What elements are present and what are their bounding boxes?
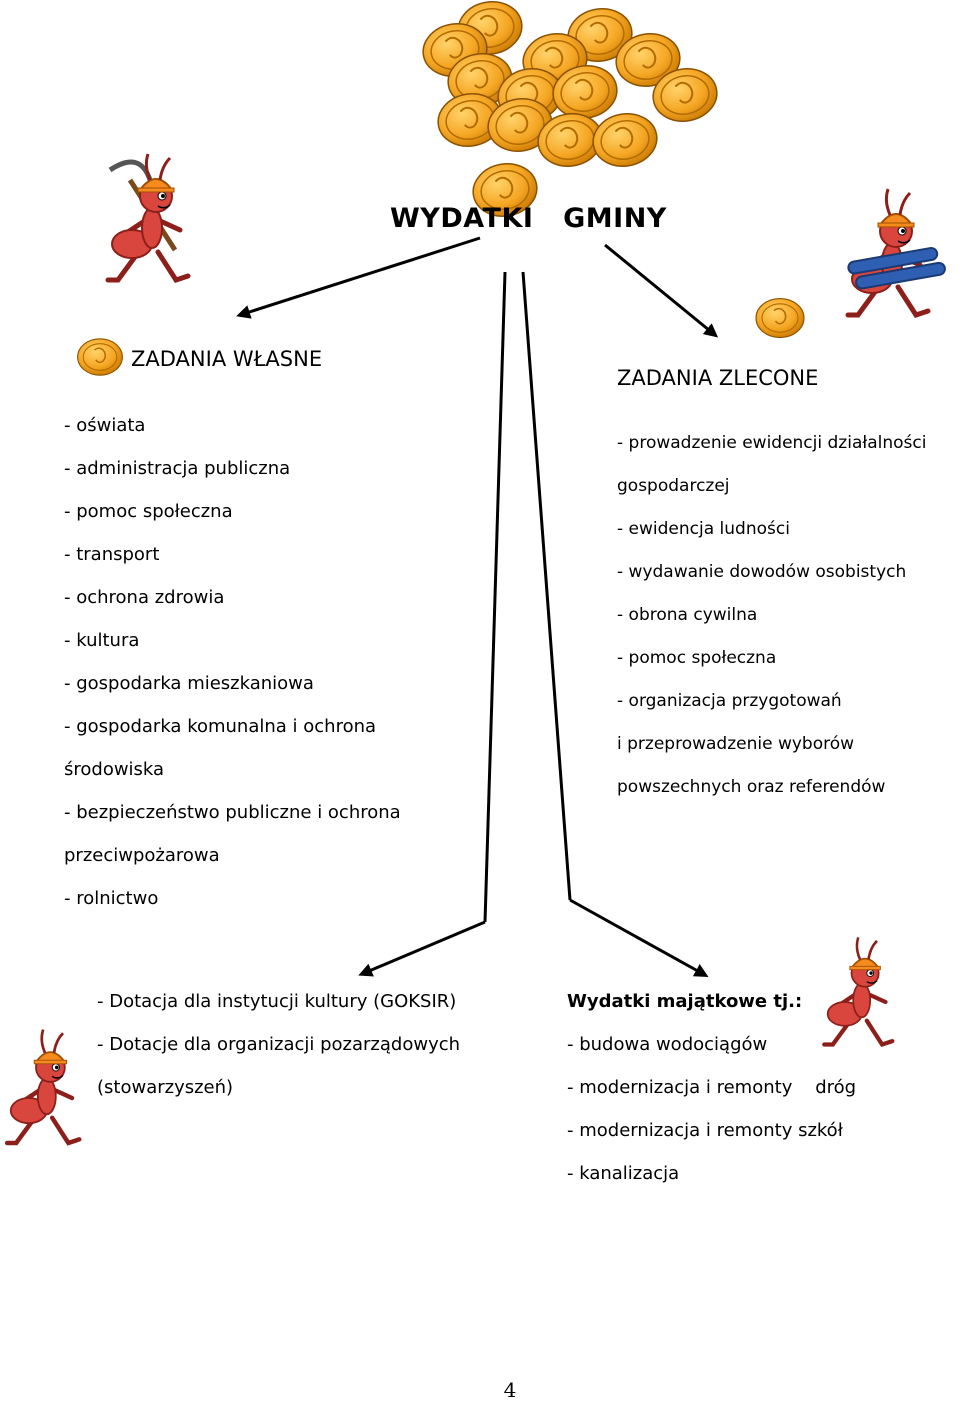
list-item: (stowarzyszeń): [97, 1077, 234, 1098]
ant-walking-icon: [824, 937, 892, 1044]
list-item: - prowadzenie ewidencji działalności: [617, 433, 927, 453]
list-item: - obrona cywilna: [617, 605, 758, 625]
ant-walking-icon: [7, 1030, 79, 1143]
coin-pile-icon: [417, 0, 723, 223]
list-item: - bezpieczeństwo publiczne i ochrona: [64, 802, 401, 823]
list-item: przeciwpożarowa: [64, 845, 220, 866]
list-item: - organizacja przygotowań: [617, 691, 842, 711]
list-item: - oświata: [64, 415, 146, 436]
list-item: - modernizacja i remonty szkół: [567, 1120, 843, 1141]
commissioned-tasks-heading: ZADANIA ZLECONE: [617, 366, 819, 390]
list-item: - pomoc społeczna: [617, 648, 777, 668]
list-item: - Dotacje dla organizacji pozarządowych: [97, 1034, 461, 1055]
list-item: środowiska: [64, 759, 165, 780]
page-title: WYDATKI GMINY: [390, 203, 667, 234]
list-item: gospodarczej: [617, 476, 730, 496]
list-item: - budowa wodociągów: [567, 1034, 768, 1055]
list-item: - rolnictwo: [64, 888, 159, 909]
list-item: - transport: [64, 544, 160, 565]
list-item: - administracja publiczna: [64, 458, 291, 479]
list-item: - wydawanie dowodów osobistych: [617, 562, 907, 582]
coin-icon: [76, 338, 124, 376]
list-item: powszechnych oraz referendów: [617, 777, 886, 797]
list-item: - kanalizacja: [567, 1163, 680, 1184]
page-number: 4: [503, 1378, 517, 1402]
coin-icon: [755, 297, 805, 339]
capital-expenses-heading: Wydatki majątkowe tj.:: [567, 991, 803, 1012]
list-item: - modernizacja i remonty dróg: [567, 1077, 857, 1098]
list-item: - ochrona zdrowia: [64, 587, 225, 608]
list-item: i przeprowadzenie wyborów: [617, 734, 855, 754]
own-tasks-heading: ZADANIA WŁASNE: [131, 347, 323, 371]
ant-with-pickaxe-icon: [108, 154, 188, 280]
list-item: - ewidencja ludności: [617, 519, 790, 539]
list-item: - gospodarka komunalna i ochrona: [64, 716, 377, 737]
ant-with-pipes-icon: [847, 189, 946, 315]
list-item: - gospodarka mieszkaniowa: [64, 673, 314, 694]
diagram-connectors: [236, 236, 719, 977]
list-item: - pomoc społeczna: [64, 501, 233, 522]
list-item: - Dotacja dla instytucji kultury (GOKSIR…: [97, 991, 457, 1012]
list-item: - kultura: [64, 630, 140, 651]
